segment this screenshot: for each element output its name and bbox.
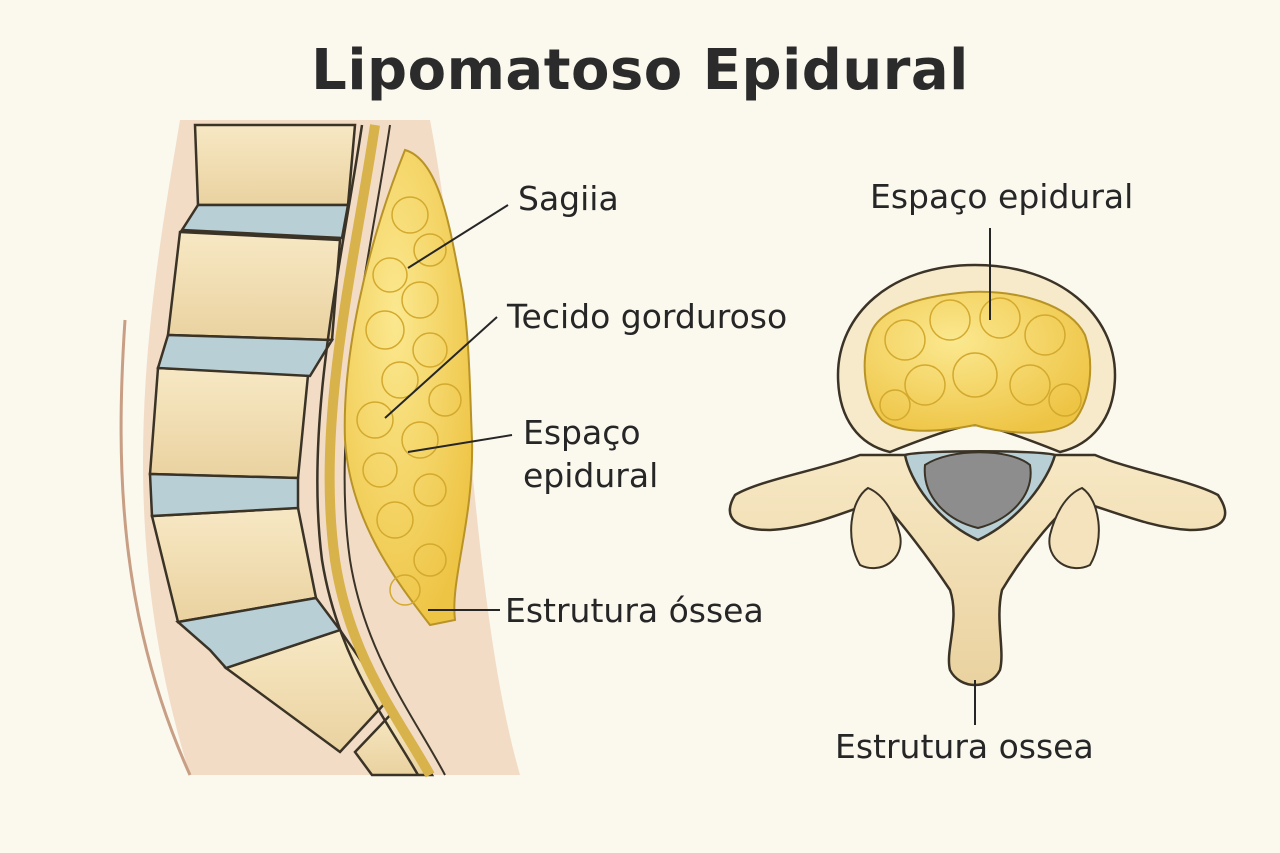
axial-fat-lobules [879,297,1082,421]
axial-vertebra-view [728,228,1227,725]
vertebra-2 [166,230,342,342]
disc-4 [175,596,343,670]
leader-tecido [384,316,498,419]
label-espaco-line1: Espaço [523,413,641,452]
dura-mater [324,124,435,778]
fat-lobules [356,196,462,606]
disc-3 [148,472,300,518]
label-espaco-line2: epidural [523,456,659,495]
label-estrutura-ossea-axial: Estrutura ossea [835,727,1094,766]
vertebra-1 [193,123,357,207]
epidural-fat-column [343,148,474,627]
axial-leader-lines [974,228,991,725]
leader-espaco [407,434,513,453]
disc-1 [179,203,350,240]
sagittal-leader-lines [384,204,513,611]
canal-anterior-wall [316,124,420,776]
sagittal-spine-view [119,120,521,778]
label-espaco-epidural-axial: Espaço epidural [870,177,1134,216]
canal-posterior-wall [343,124,446,776]
axial-epidural-fat [863,290,1092,434]
leader-sagiia [407,204,509,269]
label-estrutura-ossea-sagittal: Estrutura óssea [505,591,764,630]
spinal-cord [923,451,1032,530]
right-articular-process [1048,486,1100,570]
left-articular-process [850,486,902,570]
disc-2 [156,333,335,378]
label-sagiia: Sagiia [518,179,619,218]
diagram-title: Lipomatoso Epidural [311,38,969,103]
vertebra-6 [353,707,435,777]
vertebra-3 [148,366,310,480]
posterior-wall [119,319,192,776]
intervertebral-discs [148,203,350,670]
label-tecido-gorduroso: Tecido gorduroso [507,297,788,336]
